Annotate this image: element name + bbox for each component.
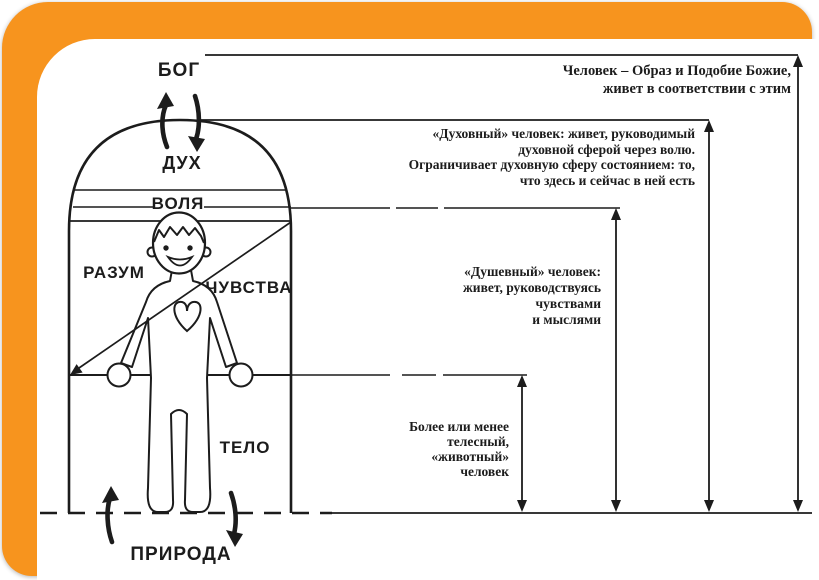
annotation-line: «Духовный» человек: живет, руководимый — [432, 126, 695, 141]
smile — [165, 254, 195, 267]
arch-outline — [67, 118, 293, 513]
left-eye — [163, 245, 169, 251]
heart-icon — [173, 300, 202, 333]
annotation-line: «животный» — [431, 449, 509, 464]
right-eye — [187, 245, 193, 251]
annotation-line: «Душевный» человек: — [464, 264, 601, 279]
left-hand — [106, 362, 132, 388]
measure-arrow-god-image — [793, 55, 803, 512]
annotation-line: живет, руководствуясь — [463, 280, 601, 295]
hair — [153, 226, 205, 244]
measure-arrow-soulful — [611, 208, 621, 512]
annotation-line: человек — [460, 464, 509, 479]
annotation-line: Человек – Образ и Подобие Божие, — [562, 63, 791, 79]
annotation-god-image: Человек – Образ и Подобие Божие, живет в… — [563, 62, 791, 98]
measure-arrow-bodily — [517, 375, 527, 512]
annotation-line: Более или менее — [409, 419, 509, 434]
label-mind: РАЗУМ — [83, 263, 145, 282]
right-hand — [228, 362, 254, 388]
annotation-line: живет в соответствии с этим — [602, 81, 791, 97]
label-god: БОГ — [157, 60, 201, 81]
nature-up-arrow-icon — [102, 486, 119, 545]
annotation-bodily-man: Более или менее телесный, «животный» чел… — [409, 419, 509, 479]
label-body: ТЕЛО — [219, 438, 271, 457]
label-spirit: ДУХ — [162, 153, 202, 173]
annotation-line: и мыслями — [532, 312, 601, 327]
god-spirit-down-arrow-icon — [188, 93, 205, 152]
nature-down-arrow-icon — [226, 490, 243, 547]
annotation-line: телесный, — [447, 434, 509, 449]
annotation-soulful-man: «Душевный» человек: живет, руководствуяс… — [463, 264, 601, 328]
label-nature: ПРИРОДА — [130, 544, 232, 565]
annotation-spiritual-man: «Духовный» человек: живет, руководимый д… — [409, 126, 695, 188]
annotation-line: духовной сферой через волю. — [518, 141, 695, 157]
annotation-line: чувствами — [535, 296, 601, 311]
god-spirit-up-arrow-icon — [157, 92, 174, 150]
mind-feelings-diagonal — [70, 221, 292, 375]
annotation-line: что здесь и сейчас в ней есть — [519, 172, 695, 188]
measure-arrow-spiritual — [704, 120, 714, 512]
label-will: ВОЛЯ — [151, 194, 205, 213]
label-feelings: ЧУВСТВА — [205, 278, 293, 297]
boy-figure — [106, 211, 254, 513]
annotation-line: Ограничивает духовную сферу состоянием: … — [408, 157, 695, 172]
